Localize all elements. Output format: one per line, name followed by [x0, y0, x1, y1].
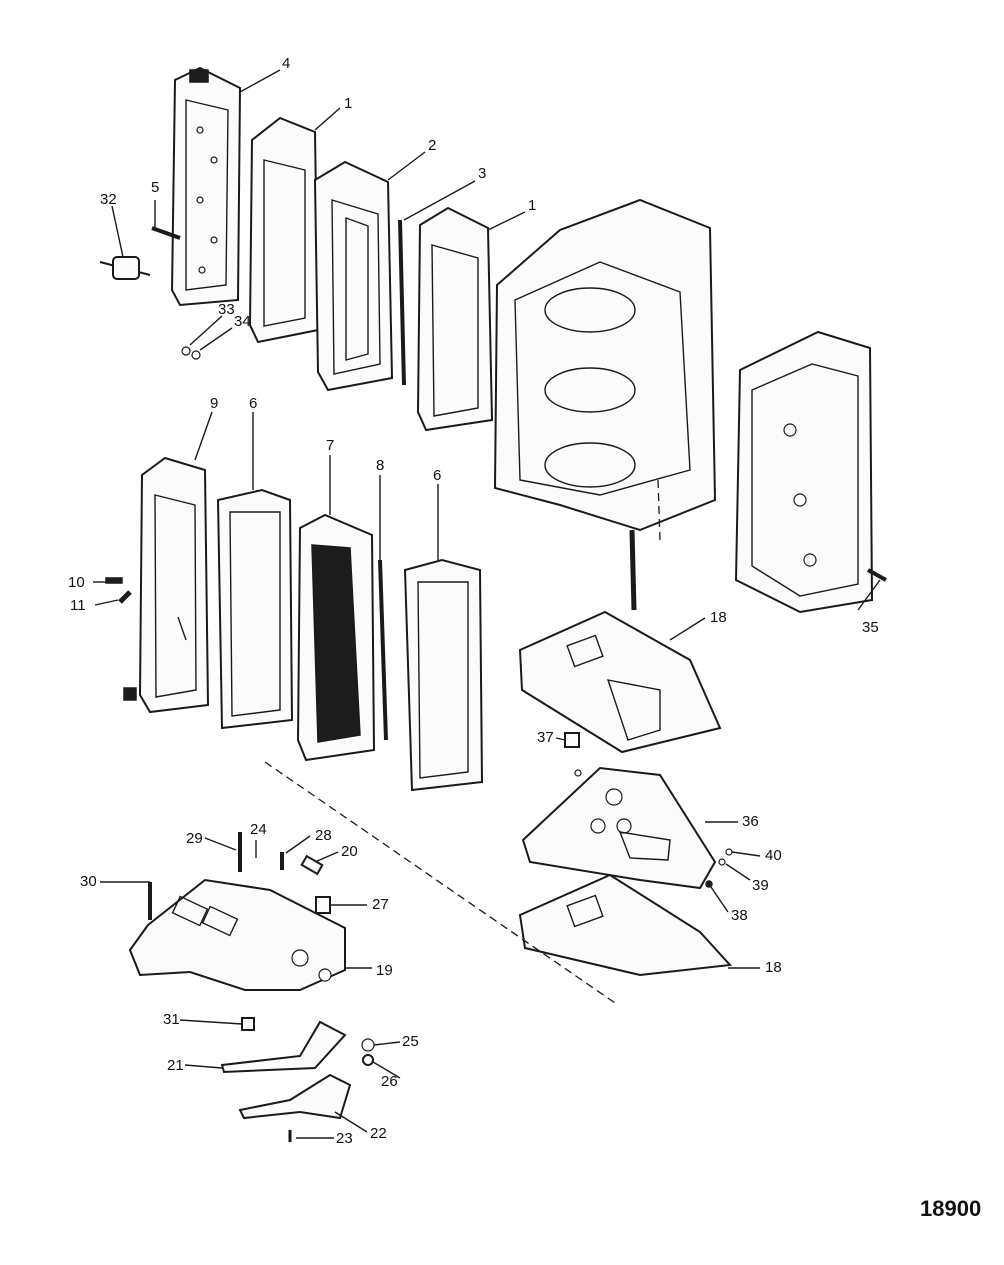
- alignment-line: [264, 761, 619, 1006]
- callout-7: 7: [326, 437, 334, 454]
- callout-10: 10: [68, 574, 85, 591]
- pipe-21: [220, 1020, 347, 1074]
- gasket-6b: [403, 558, 484, 792]
- fasteners-38-39-40: [705, 848, 733, 888]
- callout-21: 21: [167, 1057, 184, 1074]
- callout-27: 27: [372, 896, 389, 913]
- bolt-5: [151, 226, 181, 240]
- gasket-18b: [518, 873, 733, 977]
- seal-strip-3: [398, 219, 406, 386]
- pipe-22: [238, 1073, 352, 1120]
- callout-19: 19: [376, 962, 393, 979]
- callout-36: 36: [742, 813, 759, 830]
- callout-18b: 18: [765, 959, 782, 976]
- callout-18a: 18: [710, 609, 727, 626]
- callout-1a: 1: [344, 95, 352, 112]
- callout-31: 31: [163, 1011, 180, 1028]
- bolt-10: [105, 577, 123, 584]
- callout-8: 8: [376, 457, 384, 474]
- callout-20: 20: [341, 843, 358, 860]
- divider-plate-2: [313, 160, 394, 392]
- crankcase-cover: [734, 330, 874, 614]
- exhaust-cover-4: [170, 66, 242, 307]
- grommet-32: [99, 256, 151, 280]
- callout-25: 25: [402, 1033, 419, 1050]
- cylinder-block: [493, 198, 717, 611]
- callout-29: 29: [186, 830, 203, 847]
- callout-5: 5: [151, 179, 159, 196]
- callout-6b: 6: [433, 467, 441, 484]
- callout-39: 39: [752, 877, 769, 894]
- callout-33: 33: [218, 301, 235, 318]
- baffle-7: [296, 513, 376, 762]
- callout-35: 35: [862, 619, 879, 636]
- seal-strip-8: [378, 559, 388, 741]
- callout-1b: 1: [528, 197, 536, 214]
- callout-37: 37: [537, 729, 554, 746]
- bolts-28-29-30: [148, 832, 284, 920]
- callout-32: 32: [100, 191, 117, 208]
- callout-34: 34: [234, 313, 251, 330]
- callout-9: 9: [210, 395, 218, 412]
- callout-28: 28: [315, 827, 332, 844]
- gasket-1b: [416, 206, 494, 432]
- leader-lines: [93, 69, 881, 1139]
- callout-4: 4: [282, 55, 290, 72]
- figure-number: 18900: [920, 1196, 982, 1221]
- callout-6a: 6: [249, 395, 257, 412]
- nuts-25-26: [361, 1038, 375, 1066]
- callout-38: 38: [731, 907, 748, 924]
- callout-40: 40: [765, 847, 782, 864]
- callout-2: 2: [428, 137, 436, 154]
- fitting-27: [315, 896, 331, 914]
- callout-24: 24: [250, 821, 267, 838]
- callout-22: 22: [370, 1125, 387, 1142]
- gasket-6a: [216, 488, 294, 730]
- callout-labels: 4 1 2 3 1 5 32 33 34 9 6 7 8 6 10 11 18 …: [68, 55, 879, 1147]
- gasket-1a: [248, 116, 320, 344]
- plug-37: [564, 732, 582, 777]
- spring-11: [118, 590, 132, 604]
- callout-26: 26: [381, 1073, 398, 1090]
- plug-31: [241, 1017, 255, 1031]
- callout-23: 23: [336, 1130, 353, 1147]
- adapter-plate-36: [521, 766, 717, 890]
- callout-30: 30: [80, 873, 97, 890]
- callout-11: 11: [70, 597, 86, 614]
- pin-35: [867, 568, 887, 582]
- washers-33-34: [181, 346, 201, 360]
- adapter-housing-19: [128, 878, 346, 991]
- fitting-20: [300, 854, 324, 876]
- cover-9: [123, 456, 210, 714]
- gasket-18a: [518, 610, 722, 754]
- callout-3: 3: [478, 165, 486, 182]
